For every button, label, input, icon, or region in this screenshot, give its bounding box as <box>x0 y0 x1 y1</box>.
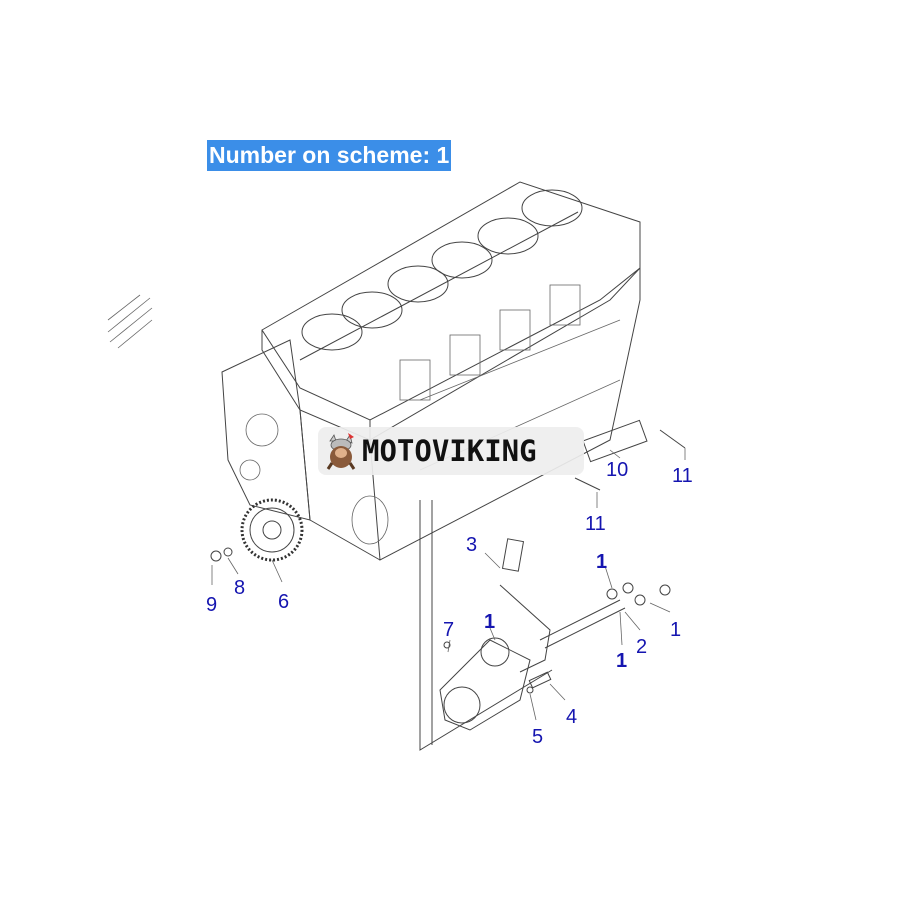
callout-8: 8 <box>234 577 245 599</box>
callout-1: 1 <box>670 619 681 641</box>
callout-5: 5 <box>532 726 543 748</box>
callout-10: 10 <box>606 459 628 481</box>
callout-3: 3 <box>466 534 477 556</box>
hatch-mark <box>107 294 153 349</box>
callout-6: 6 <box>278 591 289 613</box>
cylinder-block <box>221 181 641 561</box>
motoviking-watermark: MOTOVIKING <box>318 427 584 475</box>
callout-1: 1 <box>484 611 495 633</box>
callout-2: 2 <box>636 636 647 658</box>
callout-1: 1 <box>596 551 607 573</box>
callout-1: 1 <box>616 650 627 672</box>
callout-11: 11 <box>672 465 693 487</box>
callout-labels: 10 11 11 3 1 9 8 6 7 1 2 1 1 4 5 <box>206 459 693 748</box>
callout-7: 7 <box>443 619 454 641</box>
watermark-brand-text: MOTOVIKING <box>362 434 537 468</box>
gear-part <box>210 498 304 585</box>
scheme-number-title: Number on scheme: 1 <box>207 140 452 171</box>
fuel-injection-pump <box>419 419 686 751</box>
callout-4: 4 <box>566 706 577 728</box>
callout-11: 11 <box>585 513 606 535</box>
viking-mascot-icon <box>326 433 356 470</box>
callout-9: 9 <box>206 594 217 616</box>
